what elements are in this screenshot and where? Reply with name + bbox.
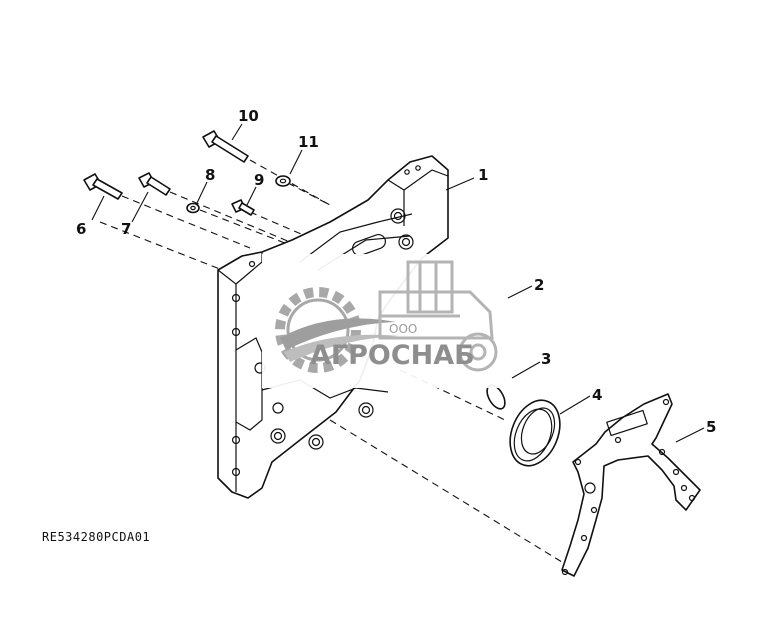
callout-3: 3 xyxy=(541,350,551,368)
gear-logo-icon xyxy=(275,287,400,373)
callout-1: 1 xyxy=(478,166,488,184)
callout-7: 7 xyxy=(121,220,131,238)
watermark: ООО АГРОСНАБ xyxy=(262,254,506,388)
callout-6: 6 xyxy=(76,220,86,238)
washer-8-part xyxy=(186,202,200,214)
bolt-7-part xyxy=(138,172,171,196)
callout-8: 8 xyxy=(205,166,215,184)
reference-code: RE534280PCDA01 xyxy=(42,530,150,544)
bolt-10-part xyxy=(202,130,249,163)
callout-2: 2 xyxy=(534,276,544,294)
callout-10: 10 xyxy=(238,107,259,125)
callout-4: 4 xyxy=(592,386,602,404)
bolt-9-part xyxy=(231,199,255,216)
callout-5: 5 xyxy=(706,418,716,436)
harvester-icon xyxy=(378,260,498,372)
watermark-company-text: АГРОСНАБ xyxy=(310,340,475,371)
callout-11: 11 xyxy=(298,133,319,151)
leader-lines xyxy=(91,123,705,443)
seal-part xyxy=(509,399,561,467)
watermark-prefix-text: ООО xyxy=(389,322,417,336)
bolt-6-part xyxy=(83,173,123,200)
callouts: 1 2 3 4 5 6 7 8 9 10 11 xyxy=(76,107,716,436)
callout-9: 9 xyxy=(254,171,264,189)
gasket-part xyxy=(561,393,701,577)
assembly-lines xyxy=(99,159,576,571)
washer-11-part xyxy=(275,175,291,187)
